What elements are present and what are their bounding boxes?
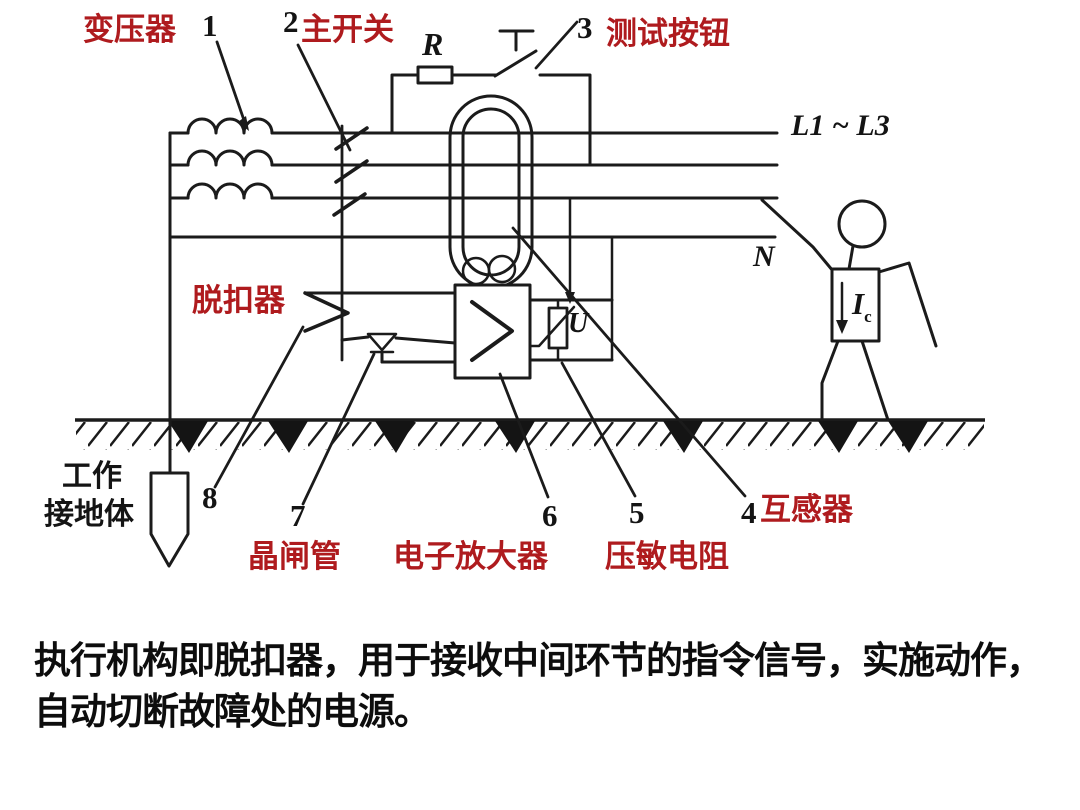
varistor-label: 压敏电阻 <box>605 539 729 574</box>
pointer-6 <box>498 372 550 499</box>
caption-line-2: 自动切断故障处的电源。 <box>34 691 431 732</box>
ground-hatching <box>75 418 985 453</box>
callout-number-5: 5 <box>629 495 645 530</box>
pointer-7 <box>301 352 376 506</box>
phase-lines-label: L1 ~ L3 <box>791 109 890 142</box>
thyristor-label: 晶闸管 <box>248 539 341 574</box>
callout-number-1: 1 <box>202 8 218 43</box>
pointer-8 <box>213 325 305 489</box>
pointer-5 <box>560 361 637 498</box>
person-body-box <box>830 267 881 343</box>
transformer-coils-icon <box>168 117 274 475</box>
working-earth-label-line1: 工作 <box>62 460 122 493</box>
earth-electrode-icon <box>149 471 190 568</box>
varistor-voltage-label: U <box>568 308 589 339</box>
pointer-1 <box>215 40 248 128</box>
pointer-3 <box>534 20 579 70</box>
caption-line-1: 执行机构即脱扣器，用于接收中间环节的指令信号，实施动作， <box>34 640 1043 681</box>
test-button-actuator-icon <box>498 29 535 52</box>
person-figure <box>760 198 938 422</box>
amplifier-label: 电子放大器 <box>393 539 548 574</box>
test-button-label: 测试按钮 <box>606 16 730 51</box>
callout-pointer-lines <box>213 20 747 506</box>
main-switch-icon <box>332 124 369 362</box>
pointer-2 <box>296 43 352 152</box>
amplifier-box-icon <box>453 283 532 380</box>
callout-number-3: 3 <box>577 10 593 45</box>
callout-number-6: 6 <box>542 498 558 533</box>
resistor-icon <box>416 65 454 85</box>
working-earth-label-line2: 接地体 <box>44 498 134 531</box>
test-switch-blade-icon <box>493 49 538 78</box>
main-switch-label: 主开关 <box>301 12 394 47</box>
test-circuit-icon <box>390 29 592 167</box>
thyristor-icon <box>340 332 457 364</box>
callout-number-4: 4 <box>741 495 757 530</box>
phase-lines <box>168 131 779 239</box>
callout-number-8: 8 <box>202 480 218 515</box>
fault-contact-line <box>760 198 835 273</box>
resistor-label: R <box>422 26 444 62</box>
person-head-icon <box>837 199 887 249</box>
person-leg <box>860 339 890 422</box>
callout-number-7: 7 <box>290 498 306 533</box>
current-transformer-ring-icon <box>448 94 534 290</box>
trip-device-icon <box>303 291 457 333</box>
neutral-line-label: N <box>753 240 775 273</box>
ground-wedges <box>168 421 928 453</box>
varistor-symbol-icon <box>547 306 569 350</box>
secondary-winding-icon <box>487 254 517 284</box>
person-leg <box>820 339 840 422</box>
person-arm <box>877 261 938 348</box>
pointer-4 <box>511 226 747 498</box>
trip-device-label: 脱扣器 <box>192 283 285 318</box>
leakage-current-label: Ic <box>852 286 872 326</box>
callout-number-2: 2 <box>283 4 299 39</box>
transformer-label: 变压器 <box>83 12 176 47</box>
current-transformer-label: 互感器 <box>760 492 853 527</box>
